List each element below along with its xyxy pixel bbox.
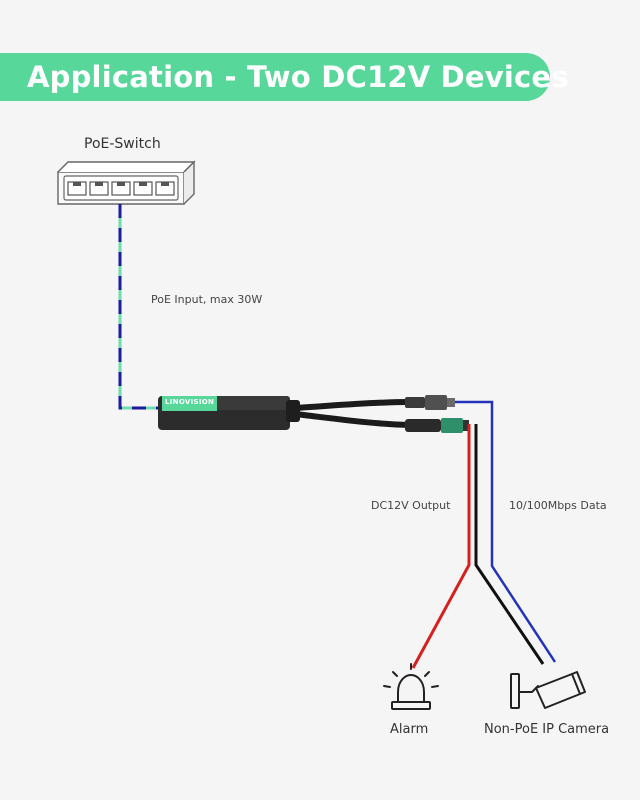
switch-port	[89, 181, 109, 196]
splitter-cables	[294, 399, 411, 428]
data-label: 10/100Mbps Data	[509, 499, 607, 512]
alarm-icon	[383, 663, 439, 710]
dc-output-label: DC12V Output	[371, 499, 451, 512]
poe-input-cable	[118, 204, 162, 410]
dc-connector	[405, 418, 469, 433]
data-cable	[455, 400, 557, 663]
switch-port	[155, 181, 175, 196]
alarm-label: Alarm	[390, 722, 429, 737]
switch-port	[111, 181, 131, 196]
power-cables	[411, 424, 545, 669]
page-title: Application - Two DC12V Devices	[27, 60, 569, 94]
rj45-connector	[405, 395, 455, 410]
switch-port	[67, 181, 87, 196]
poe-switch	[57, 160, 196, 205]
switch-port	[133, 181, 153, 196]
camera-label: Non-PoE IP Camera	[484, 722, 610, 737]
camera-icon	[510, 671, 586, 709]
poe-switch-label: PoE-Switch	[84, 136, 161, 152]
title-banner: Application - Two DC12V Devices	[0, 53, 569, 101]
poe-input-label: PoE Input, max 30W	[151, 293, 263, 306]
brand-label: LINOVISION	[165, 398, 215, 406]
poe-splitter	[158, 396, 300, 430]
